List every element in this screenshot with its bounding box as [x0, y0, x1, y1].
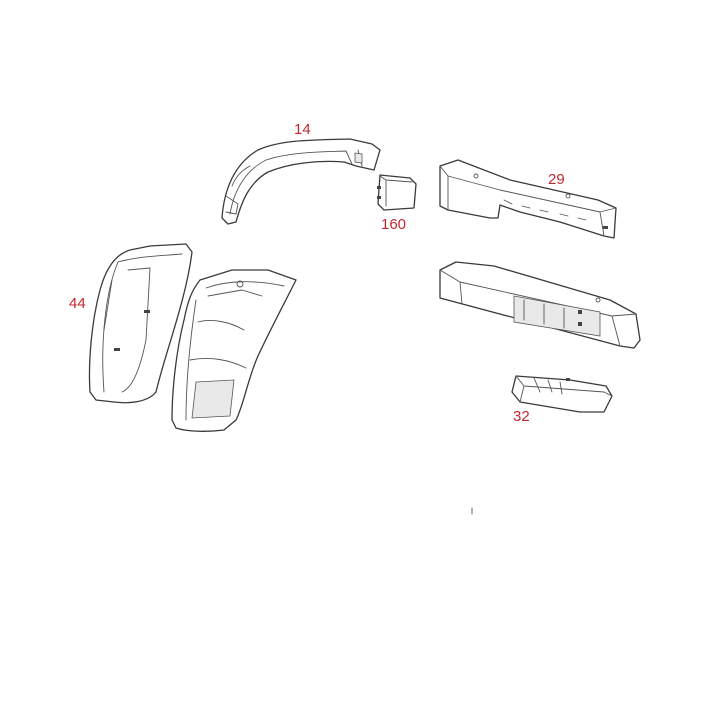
lower-right-side-panel[interactable] [439, 261, 641, 349]
callout-29: 29 [548, 171, 565, 188]
callout-14: 14 [294, 121, 311, 138]
center-fender-housing[interactable] [171, 269, 297, 432]
part-160-clip[interactable] [377, 174, 417, 211]
callout-44: 44 [69, 295, 86, 312]
part-29-upper-side-panel[interactable] [439, 159, 617, 239]
callout-32: 32 [513, 408, 530, 425]
part-14-curved-cover[interactable] [221, 138, 381, 225]
part-44-side-shield[interactable] [88, 243, 193, 404]
part-32-lower-trim[interactable] [511, 375, 613, 413]
callout-160: 160 [381, 216, 406, 233]
